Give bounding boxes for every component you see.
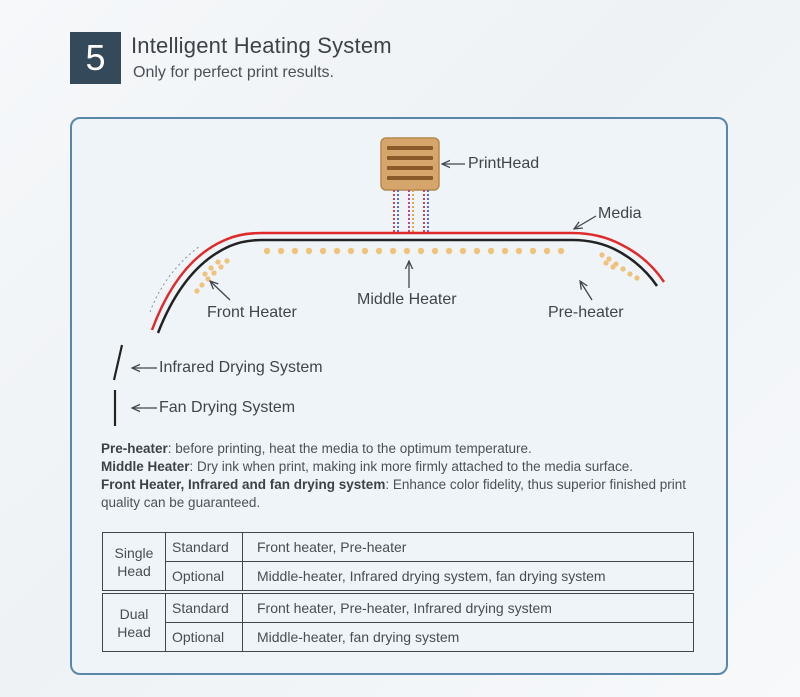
description-block: Pre-heater: before printing, heat the me…: [101, 440, 701, 512]
pre-heater-arrow: [580, 281, 593, 301]
group-single-head: Single Head: [102, 532, 166, 591]
description-pre-heater: Pre-heater: before printing, heat the me…: [101, 441, 532, 456]
section-subtitle: Only for perfect print results.: [133, 64, 334, 81]
row-value: Front heater, Pre-heater: [242, 532, 694, 562]
table-row: Optional Middle-heater, fan drying syste…: [103, 622, 694, 652]
section-title: Intelligent Heating System: [131, 33, 392, 58]
table-row: Optional Middle-heater, Infrared drying …: [103, 561, 694, 591]
front-heater-label: Front Heater: [207, 304, 297, 321]
printhead-icon: [380, 137, 440, 232]
row-kind: Optional: [165, 622, 243, 652]
media-arrow: [574, 215, 597, 229]
row-value: Middle-heater, Infrared drying system, f…: [242, 561, 694, 591]
row-kind: Standard: [165, 532, 243, 562]
group-dual-head: Dual Head: [102, 593, 166, 652]
media-label: Media: [598, 205, 642, 222]
row-value: Middle-heater, fan drying system: [242, 622, 694, 652]
row-value: Front heater, Pre-heater, Infrared dryin…: [242, 593, 694, 623]
pre-heater-label: Pre-heater: [548, 304, 624, 321]
row-kind: Optional: [165, 561, 243, 591]
front-heater-dots: [194, 258, 230, 294]
pre-heater-dots: [599, 252, 640, 281]
heater-config-table: Single Head Standard Front heater, Pre-h…: [102, 532, 694, 652]
description-front-heater: Front Heater, Infrared and fan drying sy…: [101, 477, 686, 510]
fan-label: Fan Drying System: [159, 399, 296, 416]
middle-heater-dots: [263, 247, 565, 255]
front-heater-arrow: [210, 281, 231, 301]
infrared-symbol: [112, 344, 124, 381]
description-middle-heater: Middle Heater: Dry ink when print, makin…: [101, 459, 633, 474]
platen-path: [156, 238, 659, 334]
row-kind: Standard: [165, 593, 243, 623]
table-row: Single Head Standard Front heater, Pre-h…: [102, 532, 694, 591]
printhead-label: PrintHead: [468, 155, 540, 172]
table-row: Dual Head Standard Front heater, Pre-hea…: [102, 593, 694, 652]
media-path: [150, 231, 666, 331]
section-number-badge: 5: [70, 32, 121, 84]
infrared-label: Infrared Drying System: [159, 359, 323, 376]
middle-heater-label: Middle Heater: [357, 291, 457, 308]
